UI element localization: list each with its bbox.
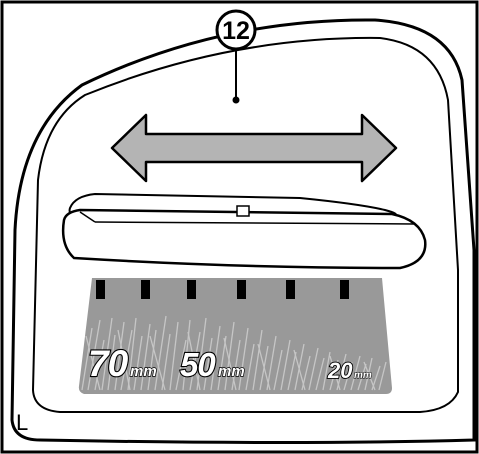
lever-body [61,208,427,270]
lever-pointer-notch [236,205,250,217]
callout-12: 12 [215,9,257,104]
tick-mark-icon [340,280,349,299]
scale-label-50: 50 mm [179,345,245,384]
tick-mark-icon [141,280,150,299]
scale-label-70: 70 mm [87,342,157,385]
callout-leader-dot [232,96,240,104]
scale-value: 20 [327,358,353,383]
tick-mark-icon [286,280,295,299]
scale-unit: mm [354,370,372,381]
callout-number: 12 [222,17,250,45]
corner-mark: L [16,410,28,435]
grass-height-scale: 70 mm 50 mm 20 mm [78,278,392,394]
tick-mark-icon [96,280,105,299]
height-lever [61,192,427,270]
lever-crease [79,211,96,223]
lever-edge [94,221,416,225]
scale-value: 70 [88,343,129,384]
scale-unit: mm [130,363,157,380]
tick-mark-icon [237,280,246,299]
double-arrow-icon [110,113,398,183]
scale-value: 50 [180,346,216,383]
scale-label-20: 20 mm [326,357,372,384]
grass-texture [81,315,387,391]
scale-unit: mm [218,363,245,380]
tick-marks [96,280,349,299]
tick-mark-icon [187,280,196,299]
